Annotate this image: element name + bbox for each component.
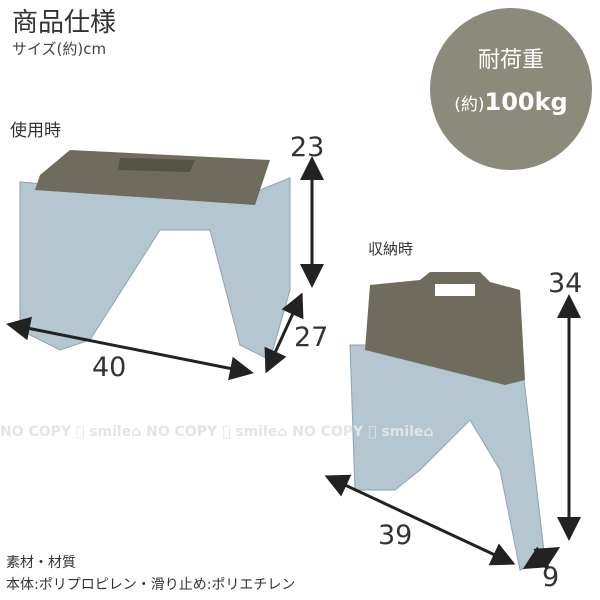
dim-use-width: 40 (92, 352, 127, 383)
badge-label: 耐荷重 (477, 48, 544, 73)
page-title: 商品仕様 (12, 8, 117, 38)
in-use-label: 使用時 (10, 121, 61, 141)
badge-prefix: (約) (454, 95, 485, 115)
stool-open-image (19, 150, 291, 361)
dim-folded-height: 34 (548, 268, 583, 299)
dim-use-height: 23 (290, 132, 325, 163)
dim-arrow-folded-width (324, 474, 516, 566)
materials-text: 本体:ポリプロピレン・滑り止め:ポリエチレン (6, 577, 296, 593)
folded-label: 収納時 (368, 240, 414, 258)
watermark: NO COPY ⃠ smile⌂ NO COPY ⃠ smile⌂ NO COP… (0, 424, 434, 440)
materials-heading: 素材・材質 (6, 555, 76, 571)
dim-folded-depth: 9 (542, 562, 560, 593)
size-unit-label: サイズ(約)cm (12, 40, 107, 58)
dim-folded-width: 39 (378, 520, 413, 551)
load-capacity-badge: 耐荷重 (約)100kg (430, 8, 592, 170)
badge-value: 100kg (484, 88, 568, 116)
dim-arrow-folded-depth (522, 546, 561, 570)
dim-arrow-use-width (6, 316, 254, 381)
dim-use-depth: 27 (294, 322, 329, 353)
dim-arrow-use-depth (264, 292, 304, 374)
